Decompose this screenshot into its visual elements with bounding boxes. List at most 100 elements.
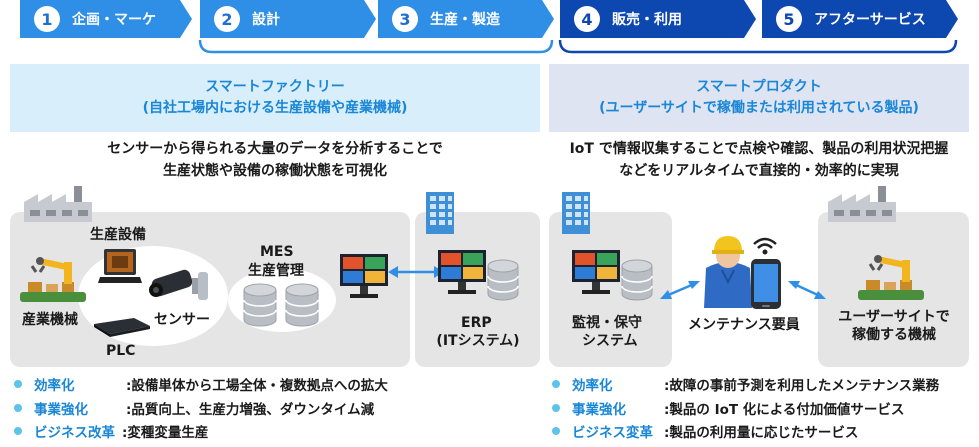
- monitoring-database-icon: [621, 259, 653, 301]
- bullet-dot: [14, 380, 22, 388]
- bullet-value: 製品の利用量に応じたサービス: [669, 425, 859, 441]
- monitoring-label-1: 監視・保守: [572, 315, 642, 331]
- bullet-key: ビジネス変革: [572, 425, 653, 441]
- smartphone-icon: [751, 259, 781, 309]
- user-site-robot-icon: [858, 255, 924, 300]
- step-2-label: 設計: [252, 12, 280, 28]
- mes-label-2: 生産管理: [248, 263, 304, 279]
- bullet-value: 設備単体から工場全体・複数拠点への拡大: [131, 378, 388, 394]
- bullet-text: :故障の事前予測を利用したメンテナンス業務: [664, 374, 939, 394]
- bullet-separator: :: [664, 402, 670, 418]
- plc-icon: [94, 318, 150, 337]
- left-title: スマートファクトリー: [205, 79, 345, 95]
- machine-label-1: ユーザーサイトで: [838, 309, 950, 325]
- right-bullet-1: 効率化 :故障の事前予測を利用したメンテナンス業務: [552, 374, 939, 394]
- bullet-value: 品質向上、生産力増強、ダウンタイム減: [131, 402, 375, 418]
- left-bullet-1: 効率化 :設備単体から工場全体・複数拠点への拡大: [14, 374, 388, 394]
- erp-panel: [415, 212, 540, 367]
- step-4-arrow-shape: [560, 0, 756, 38]
- monitoring-building-icon: [562, 192, 590, 234]
- right-header: スマートプロダクト (ユーザーサイトで稼働または利用されている製品): [549, 64, 969, 132]
- right-brace: [558, 39, 958, 54]
- left-desc-line1: センサーから得られる大量のデータを分析することで: [107, 141, 443, 157]
- step-3-arrow-shape: [378, 0, 554, 38]
- mes-label-1: MES: [260, 244, 294, 260]
- equipment-label: 生産設備: [90, 227, 146, 243]
- bullet-separator: :: [122, 425, 128, 441]
- bullet-dot: [552, 404, 560, 412]
- step-1-number: 1: [34, 6, 60, 32]
- erp-monitor-icon: [438, 250, 486, 294]
- left-desc-line2: 生産状態や設備の稼働状態を可視化: [163, 163, 387, 179]
- step-4-number: 4: [574, 6, 600, 32]
- erp-label-2: (ITシステム): [436, 333, 520, 349]
- right-desc-line1: IoT で情報収集することで点検や確認、製品の利用状況把握: [569, 141, 949, 157]
- bullet-separator: :: [664, 378, 670, 394]
- bullet-value: 製品の IoT 化による付加価値サービス: [669, 402, 905, 418]
- step-2-arrow-shape: [200, 0, 376, 38]
- right-title: スマートプロダクト: [696, 79, 822, 95]
- bullet-dot: [552, 380, 560, 388]
- left-description: センサーから得られる大量のデータを分析することで 生産状態や設備の稼働状態を可視…: [10, 138, 540, 182]
- bullet-value: 変種変量生産: [127, 425, 209, 441]
- bullet-separator: :: [664, 425, 670, 441]
- left-header: スマートファクトリー (自社工場内における生産設備や産業機械): [10, 64, 540, 132]
- staff-label: メンテナンス要員: [688, 317, 800, 333]
- erp-database-icon: [487, 259, 519, 301]
- step-5-number: 5: [776, 6, 802, 32]
- step-1-label: 企画・マーケ: [72, 12, 156, 28]
- step-3: 3 生産・製造: [378, 0, 554, 38]
- step-2-number: 2: [214, 6, 240, 32]
- bullet-dot: [14, 427, 22, 435]
- step-1: 1 企画・マーケ: [20, 0, 192, 38]
- right-desc-line2: などをリアルタイムで直接的・効率的に実現: [619, 163, 899, 179]
- right-description: IoT で情報収集することで点検や確認、製品の利用状況把握 などをリアルタイムで…: [549, 138, 969, 182]
- maintenance-worker-icon: [704, 236, 752, 308]
- bullet-separator: :: [126, 378, 132, 394]
- step-5-label: アフターサービス: [814, 12, 926, 28]
- left-bullet-2: 事業強化 :品質向上、生産力増強、ダウンタイム減: [14, 398, 374, 418]
- step-4-label: 販売・利用: [612, 12, 682, 28]
- machine-label-2: 稼働する機械: [852, 327, 936, 343]
- bullet-key: 効率化: [572, 378, 613, 394]
- left-bullet-3: ビジネス改革 :変種変量生産: [14, 421, 208, 441]
- bullet-text: :設備単体から工場全体・複数拠点への拡大: [126, 374, 388, 394]
- bullet-text: :製品の IoT 化による付加価値サービス: [664, 398, 904, 418]
- left-brace: [198, 39, 554, 54]
- bullet-separator: :: [126, 402, 132, 418]
- bullet-value: 故障の事前予測を利用したメンテナンス業務: [669, 378, 940, 394]
- mes-database-icon: [243, 283, 319, 327]
- bullet-dot: [552, 427, 560, 435]
- bullet-text: :製品の利用量に応じたサービス: [664, 421, 858, 441]
- office-building-icon: [426, 192, 454, 234]
- bullet-text: :変種変量生産: [122, 421, 208, 441]
- plc-label: PLC: [106, 343, 136, 359]
- user-site-factory-icon: [828, 186, 896, 222]
- step-2: 2 設計: [200, 0, 376, 38]
- bullet-text: :品質向上、生産力増強、ダウンタイム減: [126, 398, 374, 418]
- sensor-label: センサー: [154, 312, 210, 328]
- laptop-icon: [98, 249, 142, 283]
- monitoring-monitor-icon: [572, 250, 620, 294]
- mes-monitor-icon: [340, 254, 388, 298]
- monitor-staff-arrow: [660, 281, 700, 299]
- step-4: 4 販売・利用: [560, 0, 756, 38]
- step-3-number: 3: [392, 6, 418, 32]
- step-1-arrow-shape: [20, 0, 192, 38]
- robot-label: 産業機械: [22, 312, 78, 328]
- factory-icon: [24, 186, 92, 222]
- monitoring-label-2: システム: [582, 333, 638, 349]
- bullet-key: 事業強化: [572, 402, 626, 418]
- bullet-key: 事業強化: [34, 402, 88, 418]
- step-5-arrow-shape: [762, 0, 958, 38]
- staff-machine-arrow: [788, 281, 826, 299]
- wifi-icon: [753, 237, 777, 255]
- erp-label-1: ERP: [461, 315, 492, 331]
- bullet-dot: [14, 404, 22, 412]
- left-subtitle: (自社工場内における生産設備や産業機械): [142, 100, 408, 116]
- right-bullet-3: ビジネス変革 :製品の利用量に応じたサービス: [552, 421, 858, 441]
- robot-arm-icon: [20, 257, 86, 302]
- bullet-key: ビジネス改革: [34, 425, 115, 441]
- step-5: 5 アフターサービス: [762, 0, 958, 38]
- sensor-camera-icon: [149, 269, 208, 300]
